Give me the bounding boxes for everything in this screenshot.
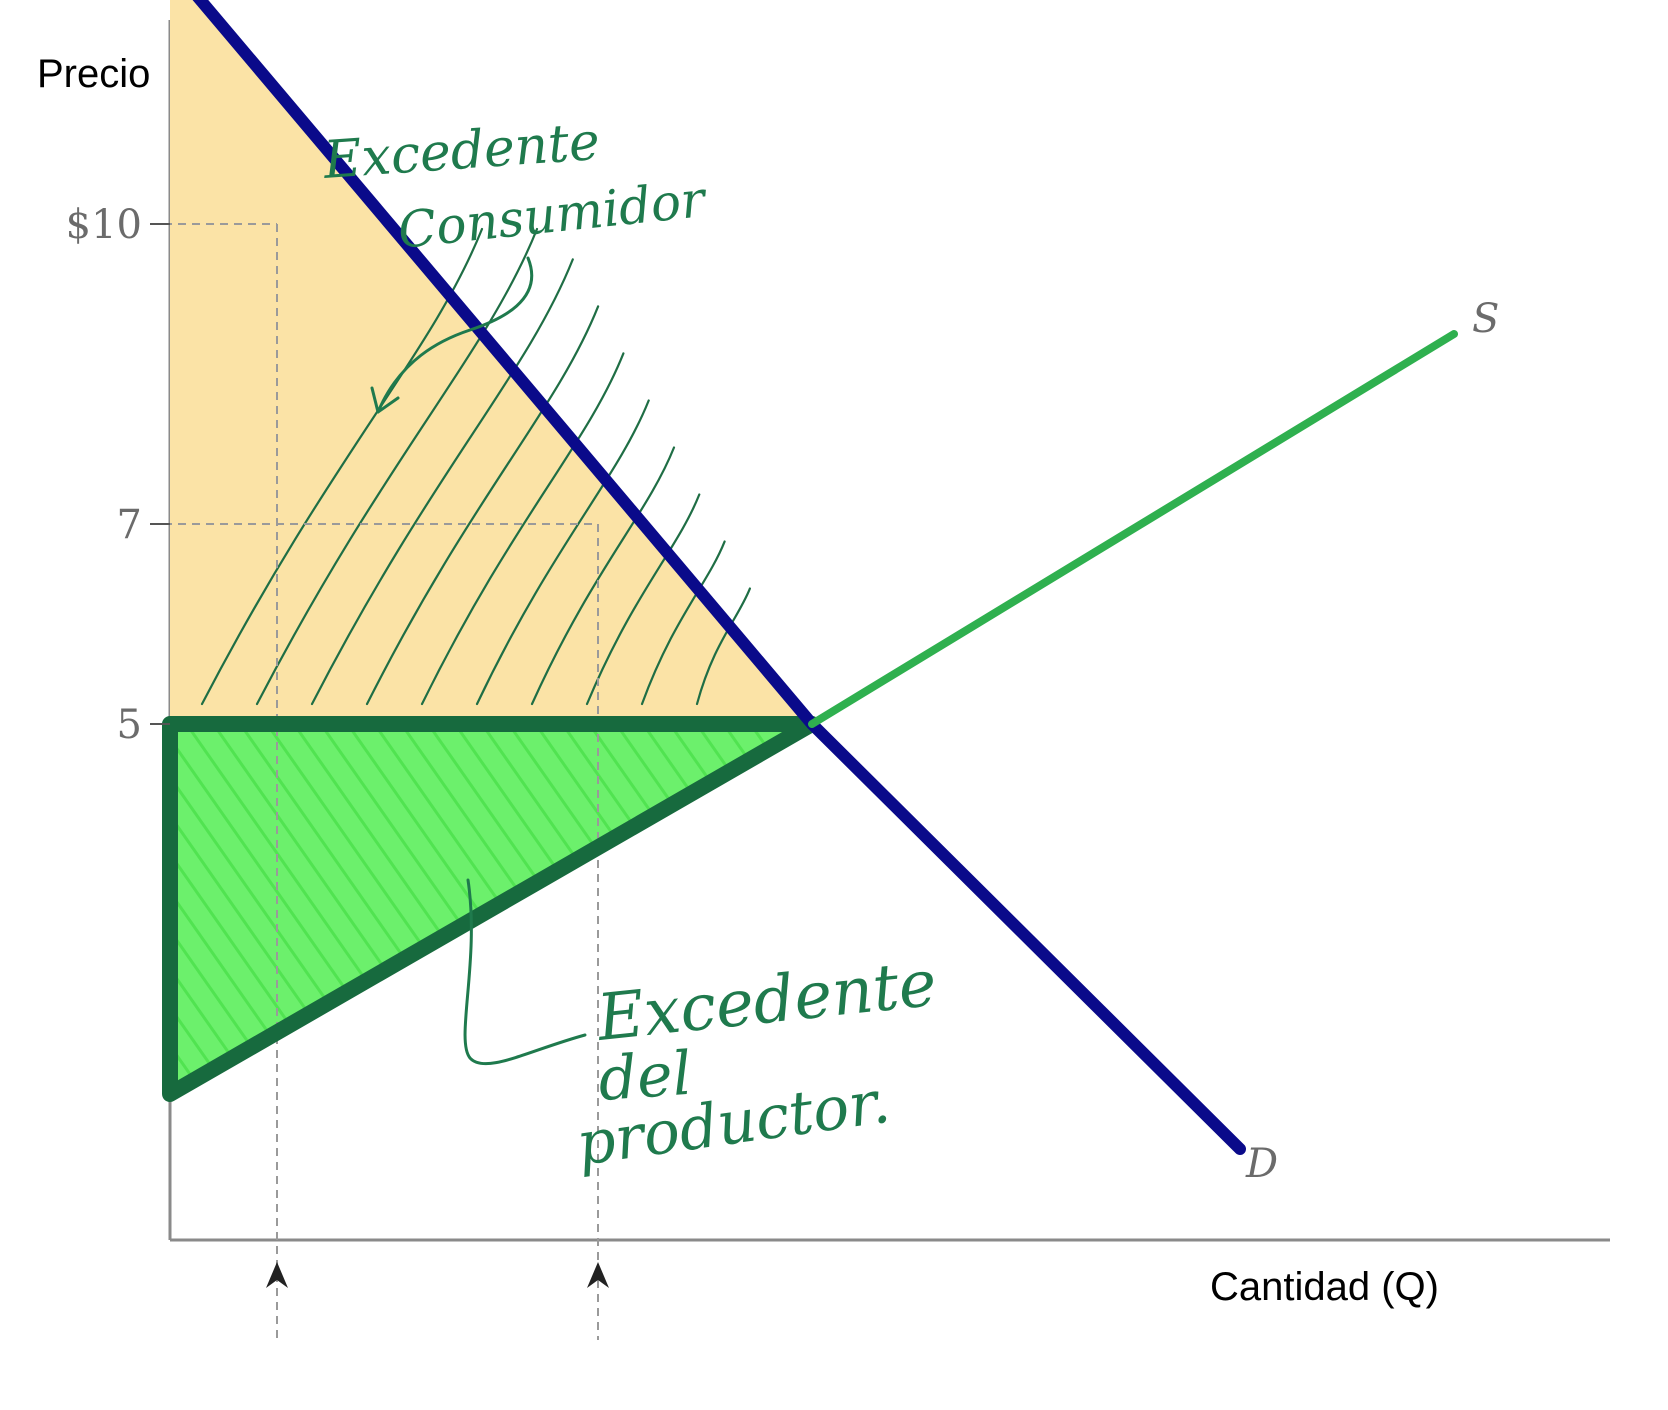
supply-label: S <box>1472 296 1499 342</box>
x-axis-title: Cantidad (Q) <box>1210 1265 1439 1309</box>
consumer-hatch-stroke <box>255 227 539 706</box>
consumer-annotation-arrow <box>376 256 534 414</box>
producer-annotation-bracket <box>463 878 587 1066</box>
consumer-hatch-stroke <box>365 305 600 706</box>
consumer-annotation-line1: Excedente <box>321 112 602 191</box>
consumer-annotation-line2: Consumidor <box>395 170 710 260</box>
producer-annotation-line2: del <box>596 1039 694 1115</box>
y-axis-title: Precio <box>37 52 150 96</box>
guide-lines <box>150 223 599 1340</box>
quantity-arrowhead <box>266 1262 288 1288</box>
quantity-arrowhead <box>587 1262 609 1288</box>
producer-surplus-border <box>162 716 820 1102</box>
y-tick-label: 5 <box>117 702 142 748</box>
y-tick-label: 7 <box>117 502 142 548</box>
quantity-arrows <box>266 1262 609 1288</box>
consumer-hatch-stroke <box>585 493 701 706</box>
consumer-hatch-stroke <box>695 587 751 706</box>
consumer-hatch-stroke <box>530 446 676 706</box>
consumer-hatch-stroke <box>640 540 726 706</box>
consumer-annotation-arrowhead <box>370 386 400 414</box>
y-tick-label: $10 <box>66 202 142 248</box>
y-ticks: $10 7 5 <box>66 202 170 748</box>
supply-curve <box>808 330 1458 728</box>
consumer-hatch-stroke <box>420 352 625 706</box>
producer-annotation-line1: Excedente <box>593 947 940 1056</box>
consumer-hatch-stroke <box>475 399 650 706</box>
demand-label: D <box>1245 1141 1278 1187</box>
consumer-surplus-hatch <box>200 227 751 706</box>
consumer-hatch-stroke <box>200 227 484 706</box>
consumer-hatch-stroke <box>310 258 574 706</box>
